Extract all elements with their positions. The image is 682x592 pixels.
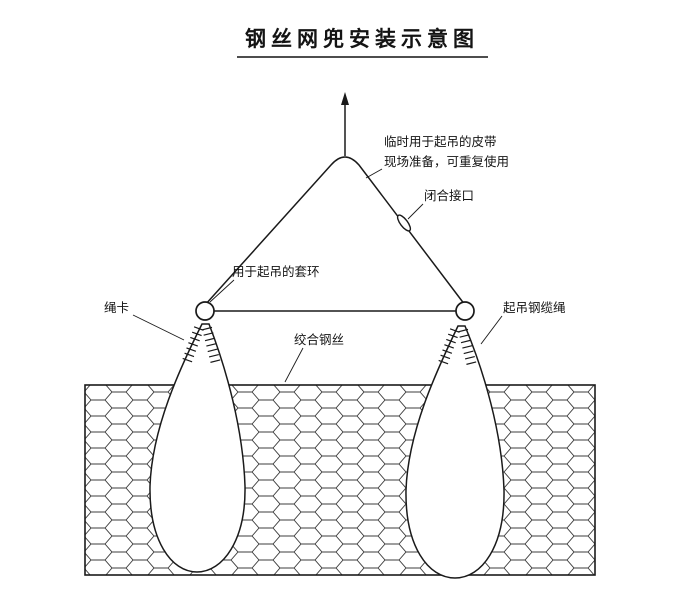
up-arrow-icon xyxy=(341,92,349,105)
rope-clamp-ticks-right-inner xyxy=(437,328,460,368)
label-twisted-wire: 绞合钢丝 xyxy=(294,332,344,347)
leader-lifting-ring xyxy=(209,279,235,303)
leader-closed-joint xyxy=(407,203,424,220)
rope-clamp-ticks-left-inner xyxy=(202,326,221,366)
closed-joint-link xyxy=(396,214,412,232)
label-closed-joint: 闭合接口 xyxy=(424,188,474,203)
leader-lifting-cable xyxy=(480,315,503,345)
page-title: 钢丝网兜安装示意图 xyxy=(245,27,479,51)
leader-rope-clamp xyxy=(132,314,185,341)
cable-loop-left xyxy=(149,323,246,573)
label-temporary-belt-line1: 临时用于起吊的皮带 xyxy=(384,134,497,149)
cable-loop-right xyxy=(405,325,505,579)
leader-temporary-belt xyxy=(365,168,383,179)
lifting-belt xyxy=(204,156,466,306)
label-lifting-ring: 用于起吊的套环 xyxy=(232,264,320,279)
label-rope-clamp: 绳卡 xyxy=(104,300,129,315)
leader-twisted-wire xyxy=(284,347,304,383)
rope-clamp-ticks-right-outer xyxy=(458,328,477,368)
rope-clamp-serving xyxy=(181,326,477,368)
label-temporary-belt-line2: 现场准备，可重复使用 xyxy=(384,154,509,169)
lifting-ring-right xyxy=(455,301,475,321)
rope-clamp-ticks-left-outer xyxy=(181,326,204,366)
label-lifting-cable: 起吊钢缆绳 xyxy=(503,300,566,315)
lifting-ring-left xyxy=(195,301,215,321)
